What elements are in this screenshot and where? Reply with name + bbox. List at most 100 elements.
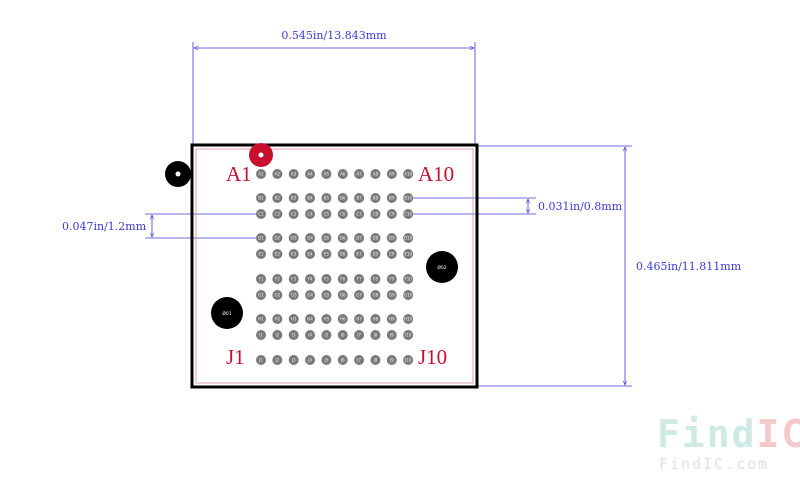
pin-A6 xyxy=(337,169,348,179)
pin-label-E8: E8 xyxy=(373,251,379,256)
pin-label-C5: C5 xyxy=(324,211,330,216)
pin-label-H10: H10 xyxy=(404,316,413,321)
watermark-brand-part2: IC xyxy=(757,412,800,456)
pin-label-E10: E10 xyxy=(404,251,412,256)
pin-E2 xyxy=(272,249,283,259)
pin-label-F1: F1 xyxy=(259,276,264,281)
pin-label-E1: E1 xyxy=(258,251,264,256)
courtyard-outline xyxy=(195,148,474,384)
pin-J9 xyxy=(386,355,397,365)
pin-label-F8: F8 xyxy=(373,276,378,281)
pin-label-C8: C8 xyxy=(373,211,379,216)
pin-A9 xyxy=(386,169,397,179)
pin-label-B9: B9 xyxy=(389,195,395,200)
corner-label-a10: A10 xyxy=(418,162,454,186)
pin-label-E2: E2 xyxy=(275,251,281,256)
pin-label-H6: H6 xyxy=(340,316,346,321)
pin-E10 xyxy=(403,249,414,259)
pin-G8 xyxy=(370,290,381,300)
pin-H5 xyxy=(321,314,332,324)
pin-label-J10: J10 xyxy=(404,357,412,362)
pitch-dimension: 0.031in/0.8mm xyxy=(410,197,623,215)
pin-J7 xyxy=(354,355,365,365)
pin-label-D8: D8 xyxy=(373,235,379,240)
pin1-indicator xyxy=(249,143,273,167)
pin-label-J8: J8 xyxy=(373,357,378,362)
pin-label-D3: D3 xyxy=(291,235,297,240)
pin-A3 xyxy=(288,169,299,179)
pin-F6 xyxy=(337,274,348,284)
pin-B8 xyxy=(370,193,381,203)
pin-F4 xyxy=(305,274,316,284)
pin-B9 xyxy=(386,193,397,203)
pin-B1 xyxy=(256,193,266,203)
pin-label-G10: G10 xyxy=(404,292,413,297)
pin-label-I2: I2 xyxy=(275,332,279,337)
pin-label-D7: D7 xyxy=(356,235,362,240)
pin-label-G8: G8 xyxy=(373,292,379,297)
pin-D5 xyxy=(321,233,332,243)
pin-label-F9: F9 xyxy=(389,276,394,281)
pin-G5 xyxy=(321,290,332,300)
width-dimension: 0.545in/13.843mm xyxy=(192,29,476,145)
pin-label-B7: B7 xyxy=(356,195,362,200)
pin-label-F10: F10 xyxy=(404,276,412,281)
corner-label-a1: A1 xyxy=(226,162,252,186)
pin-label-H2: H2 xyxy=(275,316,281,321)
pin-label-F6: F6 xyxy=(340,276,345,281)
pin-label-G9: G9 xyxy=(389,292,395,297)
corner-label-j10: J10 xyxy=(418,345,447,369)
pin-C1 xyxy=(256,209,266,219)
watermark-url: FindIC.com xyxy=(659,455,769,473)
pin-label-G1: G1 xyxy=(258,292,264,297)
pin-label-A3: A3 xyxy=(291,171,297,176)
pin-C8 xyxy=(370,209,381,219)
orientation-dot-center xyxy=(175,171,181,177)
pin-E1 xyxy=(256,249,266,259)
pin-C10 xyxy=(403,209,414,219)
pin-G1 xyxy=(256,290,266,300)
pin-C4 xyxy=(305,209,316,219)
pin-I7 xyxy=(354,330,365,340)
pin-B6 xyxy=(337,193,348,203)
pin-G9 xyxy=(386,290,397,300)
pin-C9 xyxy=(386,209,397,219)
pin-F7 xyxy=(354,274,365,284)
pin-label-E5: E5 xyxy=(324,251,330,256)
pin-label-H7: H7 xyxy=(356,316,362,321)
pin-H1 xyxy=(256,314,266,324)
gap-label: 0.047in/1.2mm xyxy=(62,220,147,233)
pin-label-J9: J9 xyxy=(389,357,394,362)
pin-B7 xyxy=(354,193,365,203)
pin-J5 xyxy=(321,355,332,365)
pin-label-B1: B1 xyxy=(258,195,264,200)
pin-label-H8: H8 xyxy=(373,316,379,321)
pin-label-E6: E6 xyxy=(340,251,346,256)
pin-E5 xyxy=(321,249,332,259)
pin-label-G5: G5 xyxy=(324,292,330,297)
pin-I8 xyxy=(370,330,381,340)
pin-label-A9: A9 xyxy=(389,171,395,176)
pin-J4 xyxy=(305,355,316,365)
pin-label-I9: I9 xyxy=(390,332,394,337)
pin-D10 xyxy=(403,233,414,243)
pin-label-C3: C3 xyxy=(291,211,297,216)
pin-label-A10: A10 xyxy=(404,171,412,176)
pin-label-I4: I4 xyxy=(308,332,312,337)
pin-D9 xyxy=(386,233,397,243)
pin-I10 xyxy=(403,330,414,340)
pin-E7 xyxy=(354,249,365,259)
pin-label-J2: J2 xyxy=(274,357,279,362)
pin-J6 xyxy=(337,355,348,365)
pin-label-D10: D10 xyxy=(404,235,413,240)
pin-label-J7: J7 xyxy=(356,357,361,362)
pin-G7 xyxy=(354,290,365,300)
pin-label-I3: I3 xyxy=(292,332,296,337)
pin-B5 xyxy=(321,193,332,203)
pin-G10 xyxy=(403,290,414,300)
pin-J3 xyxy=(288,355,299,365)
pin-F1 xyxy=(256,274,266,284)
pin-B10 xyxy=(403,193,414,203)
pin-label-D6: D6 xyxy=(340,235,346,240)
